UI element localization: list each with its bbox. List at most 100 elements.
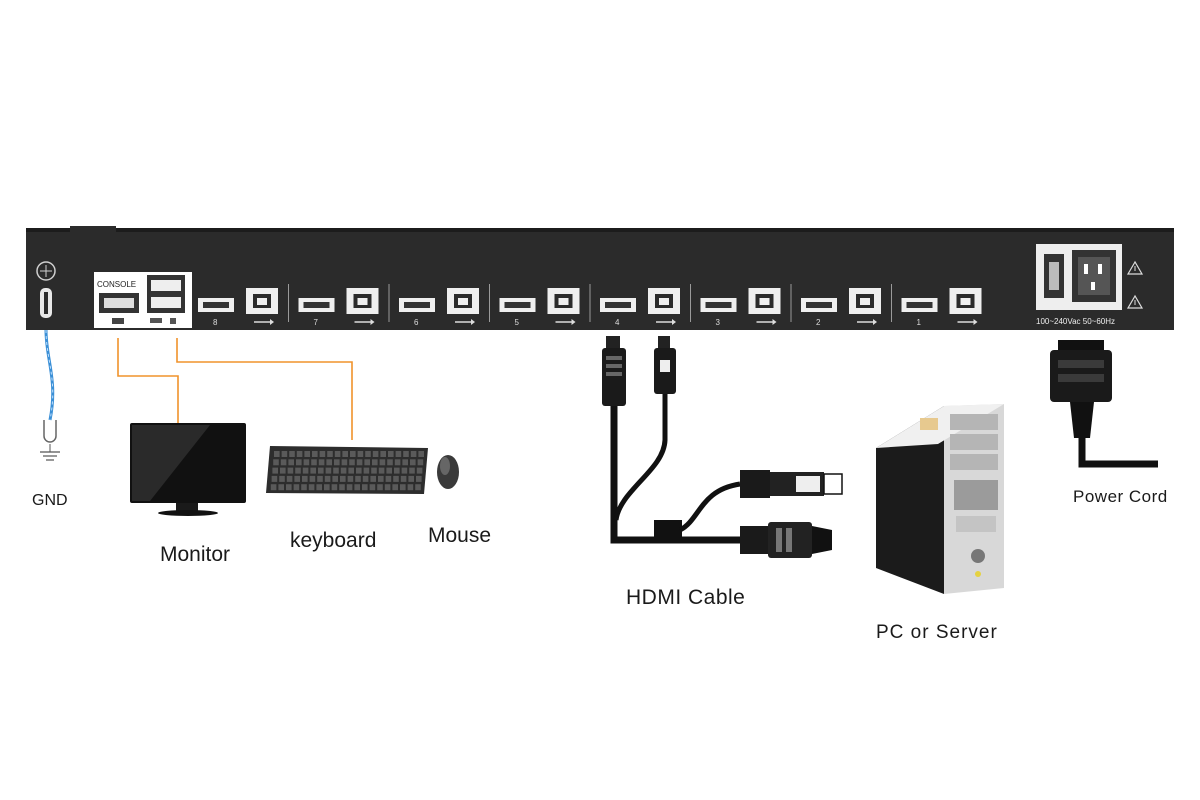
port-number: 2 bbox=[816, 318, 821, 327]
key bbox=[369, 484, 376, 491]
key bbox=[318, 467, 324, 474]
keyboard-label: keyboard bbox=[290, 529, 377, 552]
key bbox=[379, 459, 386, 466]
keyboard[interactable] bbox=[266, 446, 428, 494]
usb-b-port-icon[interactable] bbox=[346, 288, 379, 314]
console-hdmi-port[interactable] bbox=[99, 293, 139, 313]
key bbox=[377, 484, 383, 491]
usb-b-port-icon[interactable] bbox=[246, 288, 278, 314]
mouse[interactable] bbox=[437, 455, 459, 489]
key bbox=[317, 475, 323, 482]
key bbox=[408, 475, 414, 482]
key bbox=[347, 475, 354, 482]
pc-port-pair: 2 bbox=[801, 288, 881, 327]
usb-b-port-icon[interactable] bbox=[849, 288, 881, 314]
usb-b-port-icon[interactable] bbox=[949, 288, 982, 314]
usb-symbol-icon bbox=[756, 319, 777, 325]
usb-symbol-icon bbox=[656, 319, 676, 325]
key bbox=[302, 475, 308, 482]
key bbox=[401, 467, 408, 474]
key bbox=[312, 451, 318, 457]
key bbox=[302, 467, 309, 474]
console-label: CONSOLE bbox=[97, 280, 136, 289]
key bbox=[364, 459, 370, 466]
port-number: 6 bbox=[414, 318, 419, 327]
key bbox=[316, 484, 322, 491]
power-section: 100~240Vac 50~60Hz bbox=[1036, 244, 1144, 326]
key bbox=[296, 451, 303, 457]
pc-port-pair: 3 bbox=[700, 288, 781, 327]
key bbox=[327, 451, 333, 457]
key bbox=[278, 484, 284, 491]
usb-b-port-icon[interactable] bbox=[447, 288, 479, 314]
hdmi-port-icon[interactable] bbox=[399, 298, 435, 312]
key bbox=[324, 484, 330, 491]
key bbox=[304, 451, 310, 457]
key bbox=[363, 467, 370, 474]
key bbox=[340, 475, 346, 482]
usb-symbol-icon bbox=[857, 319, 877, 325]
power-rating: 100~240Vac 50~60Hz bbox=[1036, 317, 1115, 326]
usb-b-port-icon[interactable] bbox=[648, 288, 680, 314]
key bbox=[301, 484, 307, 491]
usb-b-port-icon[interactable] bbox=[748, 288, 781, 314]
monitor-label: Monitor bbox=[160, 543, 231, 566]
power-cord-label: Power Cord bbox=[1073, 487, 1168, 506]
key bbox=[402, 459, 408, 466]
hdmi-cable-label: HDMI Cable bbox=[626, 586, 746, 609]
monitor[interactable] bbox=[130, 423, 246, 516]
key bbox=[349, 459, 355, 466]
key bbox=[356, 467, 362, 474]
hdmi-port-icon[interactable] bbox=[198, 298, 234, 312]
key bbox=[392, 484, 398, 491]
hdmi-port-icon[interactable] bbox=[298, 298, 335, 312]
key bbox=[410, 459, 416, 466]
port-number: 8 bbox=[213, 318, 218, 327]
power-inlet-icon[interactable] bbox=[1072, 250, 1116, 302]
key bbox=[340, 467, 347, 474]
key bbox=[387, 459, 393, 466]
key bbox=[386, 467, 392, 474]
hdmi-port-icon[interactable] bbox=[499, 298, 536, 312]
console-port-group: CONSOLE bbox=[94, 272, 192, 328]
key bbox=[356, 459, 363, 466]
hdmi-port-icon[interactable] bbox=[801, 298, 837, 312]
key bbox=[410, 451, 417, 457]
hdmi-port-icon[interactable] bbox=[600, 298, 636, 312]
key bbox=[400, 475, 407, 482]
key bbox=[365, 451, 371, 457]
key bbox=[318, 459, 325, 466]
key bbox=[309, 475, 316, 482]
key bbox=[332, 475, 338, 482]
hdmi-port-icon[interactable] bbox=[901, 298, 938, 312]
key bbox=[289, 451, 295, 457]
usb-symbol-icon bbox=[354, 319, 375, 325]
key bbox=[319, 451, 326, 457]
key bbox=[348, 467, 354, 474]
console-usb-a-ports[interactable] bbox=[147, 275, 185, 313]
key bbox=[339, 484, 345, 491]
key bbox=[286, 484, 292, 491]
key bbox=[324, 475, 331, 482]
usb-symbol-icon bbox=[957, 319, 978, 325]
key bbox=[311, 459, 317, 466]
key bbox=[355, 475, 361, 482]
power-switch-icon[interactable] bbox=[1044, 254, 1064, 298]
key bbox=[350, 451, 356, 457]
pc-server-label: PC or Server bbox=[876, 622, 998, 643]
key bbox=[378, 467, 385, 474]
key bbox=[326, 459, 332, 466]
hdmi-port-icon[interactable] bbox=[700, 298, 737, 312]
key bbox=[331, 484, 338, 491]
port-number: 7 bbox=[314, 318, 319, 327]
key bbox=[385, 475, 392, 482]
key bbox=[295, 467, 301, 474]
key bbox=[334, 459, 340, 466]
key bbox=[357, 451, 364, 457]
key bbox=[270, 484, 277, 491]
usb-b-port-icon[interactable] bbox=[547, 288, 580, 314]
key bbox=[395, 451, 402, 457]
port-number: 1 bbox=[917, 318, 922, 327]
pc-tower[interactable] bbox=[876, 404, 1004, 594]
pc-port-pair: 7 bbox=[298, 288, 379, 327]
